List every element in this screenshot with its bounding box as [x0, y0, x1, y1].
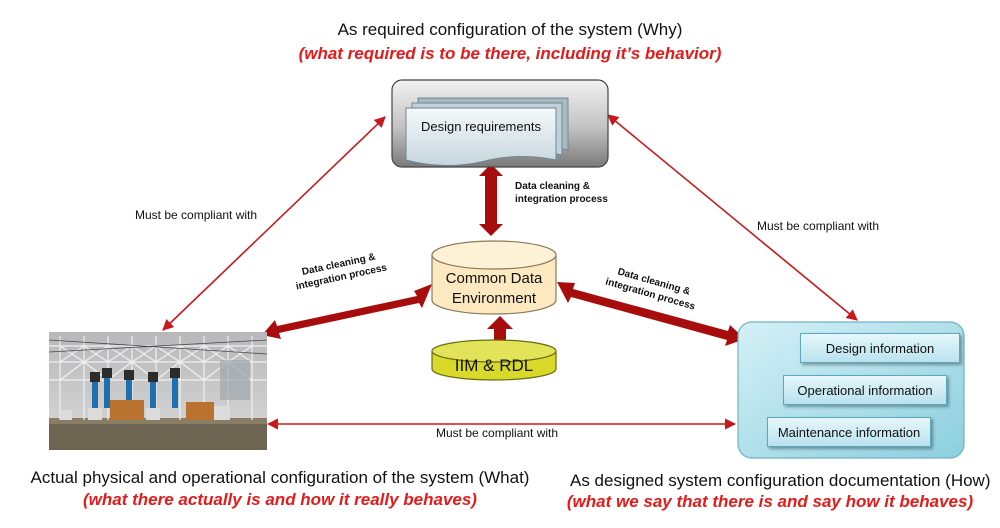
requirements-panel [391, 79, 609, 168]
bottom-left-title: Actual physical and operational configur… [30, 468, 530, 487]
bottom-left-subtitle: (what there actually is and how it reall… [83, 490, 477, 509]
operational-information-box: Operational information [783, 375, 947, 405]
compliance-arrow-left [162, 116, 386, 331]
design-requirements-label: Design requirements [421, 119, 541, 134]
process-label-top-line1: Data cleaning & [515, 181, 591, 192]
cde-label-line1: Common Data [445, 270, 543, 287]
iim-cylinder [431, 339, 557, 381]
compliance-arrow-right [607, 114, 858, 321]
top-title: As required configuration of the system … [337, 20, 683, 39]
cde-cylinder [431, 240, 557, 315]
process-arrow-up [487, 316, 513, 350]
substation-photo [48, 332, 268, 450]
cde-label-line2: Environment [451, 290, 537, 307]
process-label-top: Data cleaning & integration process [515, 180, 608, 206]
process-arrow-left [262, 284, 432, 339]
compliance-label-left: Must be compliant with [135, 208, 258, 222]
bottom-right-subtitle: (what we say that there is and say how i… [566, 492, 974, 511]
iim-label: IIM & RDL [454, 356, 534, 375]
top-subtitle: (what required is to be there, including… [298, 44, 722, 63]
process-label-top-line2: integration process [515, 194, 608, 205]
bottom-right-title: As designed system configuration documen… [570, 471, 991, 490]
maintenance-information-box: Maintenance information [767, 417, 931, 447]
compliance-label-bottom: Must be compliant with [436, 426, 559, 440]
design-information-box: Design information [800, 333, 960, 363]
compliance-label-right: Must be compliant with [757, 219, 880, 233]
process-arrow-top [479, 164, 503, 236]
process-arrow-right [557, 282, 745, 346]
